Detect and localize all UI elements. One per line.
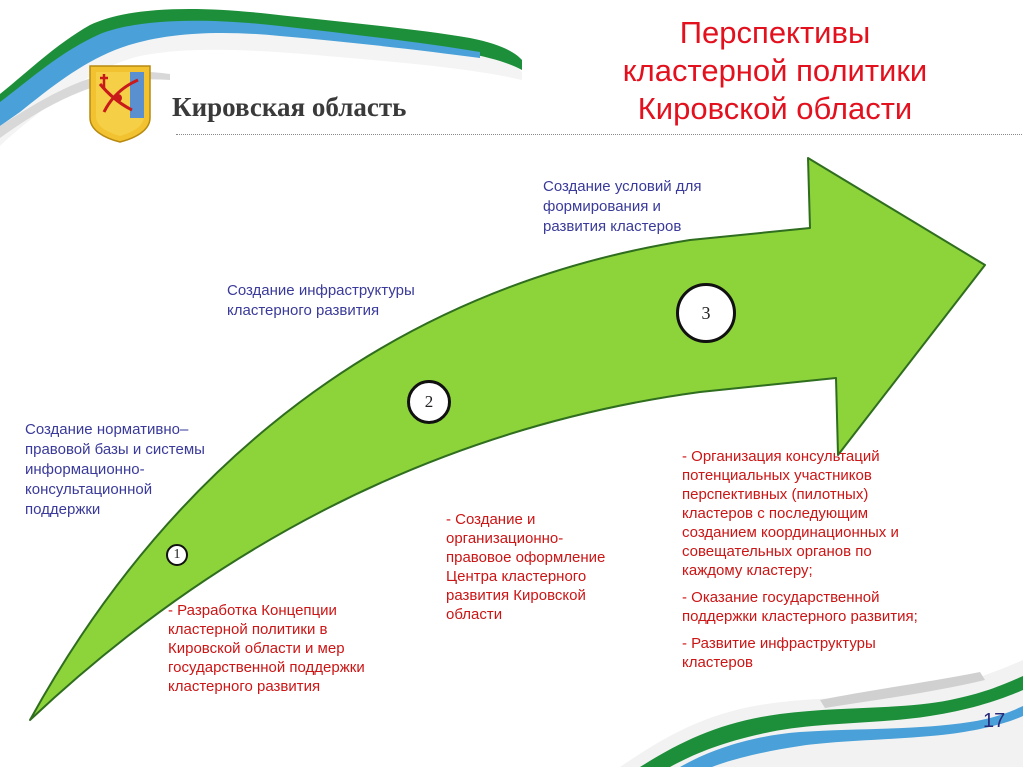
slide-title-line: Кировской области (637, 91, 913, 126)
region-name: Кировская область (172, 92, 407, 122)
label-line: кластерного развития (227, 302, 380, 319)
stage-1-label: Создание нормативно– правовой базы и сис… (25, 420, 205, 520)
stage-3-actions: - Организация консультаций потенциальных… (682, 447, 918, 680)
label-line: формирования и (543, 198, 661, 215)
list-item: - Развитие инфраструктуры кластеров (682, 634, 918, 672)
label-line: Создание условий для (543, 178, 702, 195)
action-line: кластеров с последующим (682, 505, 869, 522)
action-line: развития Кировской (446, 587, 586, 604)
action-line: - Разработка Концепции (168, 602, 337, 619)
action-line: государственной поддержки (168, 659, 365, 676)
label-line: консультационной (25, 481, 153, 498)
label-line: правовой базы и системы (25, 441, 205, 458)
action-line: перспективных (пилотных) (682, 486, 869, 503)
action-line: поддержки кластерного развития; (682, 608, 918, 625)
action-line: - Организация консультаций (682, 448, 880, 465)
stage-2-label: Создание инфраструктуры кластерного разв… (227, 281, 415, 321)
growth-arrow (29, 157, 986, 721)
stage-1-actions: - Разработка Концепции кластерной полити… (168, 601, 365, 696)
action-line: правовое оформление (446, 549, 606, 566)
action-line: кластерного развития (168, 678, 321, 695)
label-line: поддержки (25, 501, 101, 518)
stage-1-marker: 1 (166, 544, 188, 566)
slide-title-line: кластерной политики (622, 53, 928, 88)
label-line: Создание инфраструктуры (227, 282, 415, 299)
action-line: организационно- (446, 530, 564, 547)
label-line: Создание нормативно– (25, 421, 189, 438)
slide-title: Перспективы кластерной политики Кировско… (560, 14, 990, 128)
action-line: Центра кластерного (446, 568, 587, 585)
action-line: - Создание и (446, 511, 536, 528)
action-line: - Развитие инфраструктуры (682, 635, 876, 652)
label-line: информационно- (25, 461, 145, 478)
slide-title-line: Перспективы (679, 15, 871, 50)
ribbon-top-left (0, 8, 522, 147)
stage-2-marker: 2 (407, 380, 451, 424)
page-number: 17 (983, 710, 1006, 732)
action-line: совещательных органов по (682, 543, 872, 560)
list-item: - Организация консультаций потенциальных… (682, 447, 918, 580)
action-line: кластеров (682, 654, 754, 671)
action-line: каждому кластеру; (682, 562, 813, 579)
action-line: области (446, 606, 503, 623)
action-line: Кировской области и мер (168, 640, 345, 657)
action-line: потенциальных участников (682, 467, 872, 484)
ribbon-bottom-right (620, 660, 1023, 767)
action-line: созданием координационных и (682, 524, 899, 541)
kirov-coat-of-arms-icon (89, 65, 151, 143)
action-line: кластерной политики в (168, 621, 328, 638)
stage-3-marker: 3 (676, 283, 736, 343)
list-item: - Оказание государственной поддержки кла… (682, 588, 918, 626)
stage-3-label: Создание условий для формирования и разв… (543, 177, 701, 237)
action-line: - Оказание государственной (682, 589, 880, 606)
label-line: развития кластеров (543, 218, 682, 235)
stage-2-actions: - Создание и организационно- правовое оф… (446, 510, 605, 624)
header-divider (176, 134, 1022, 135)
